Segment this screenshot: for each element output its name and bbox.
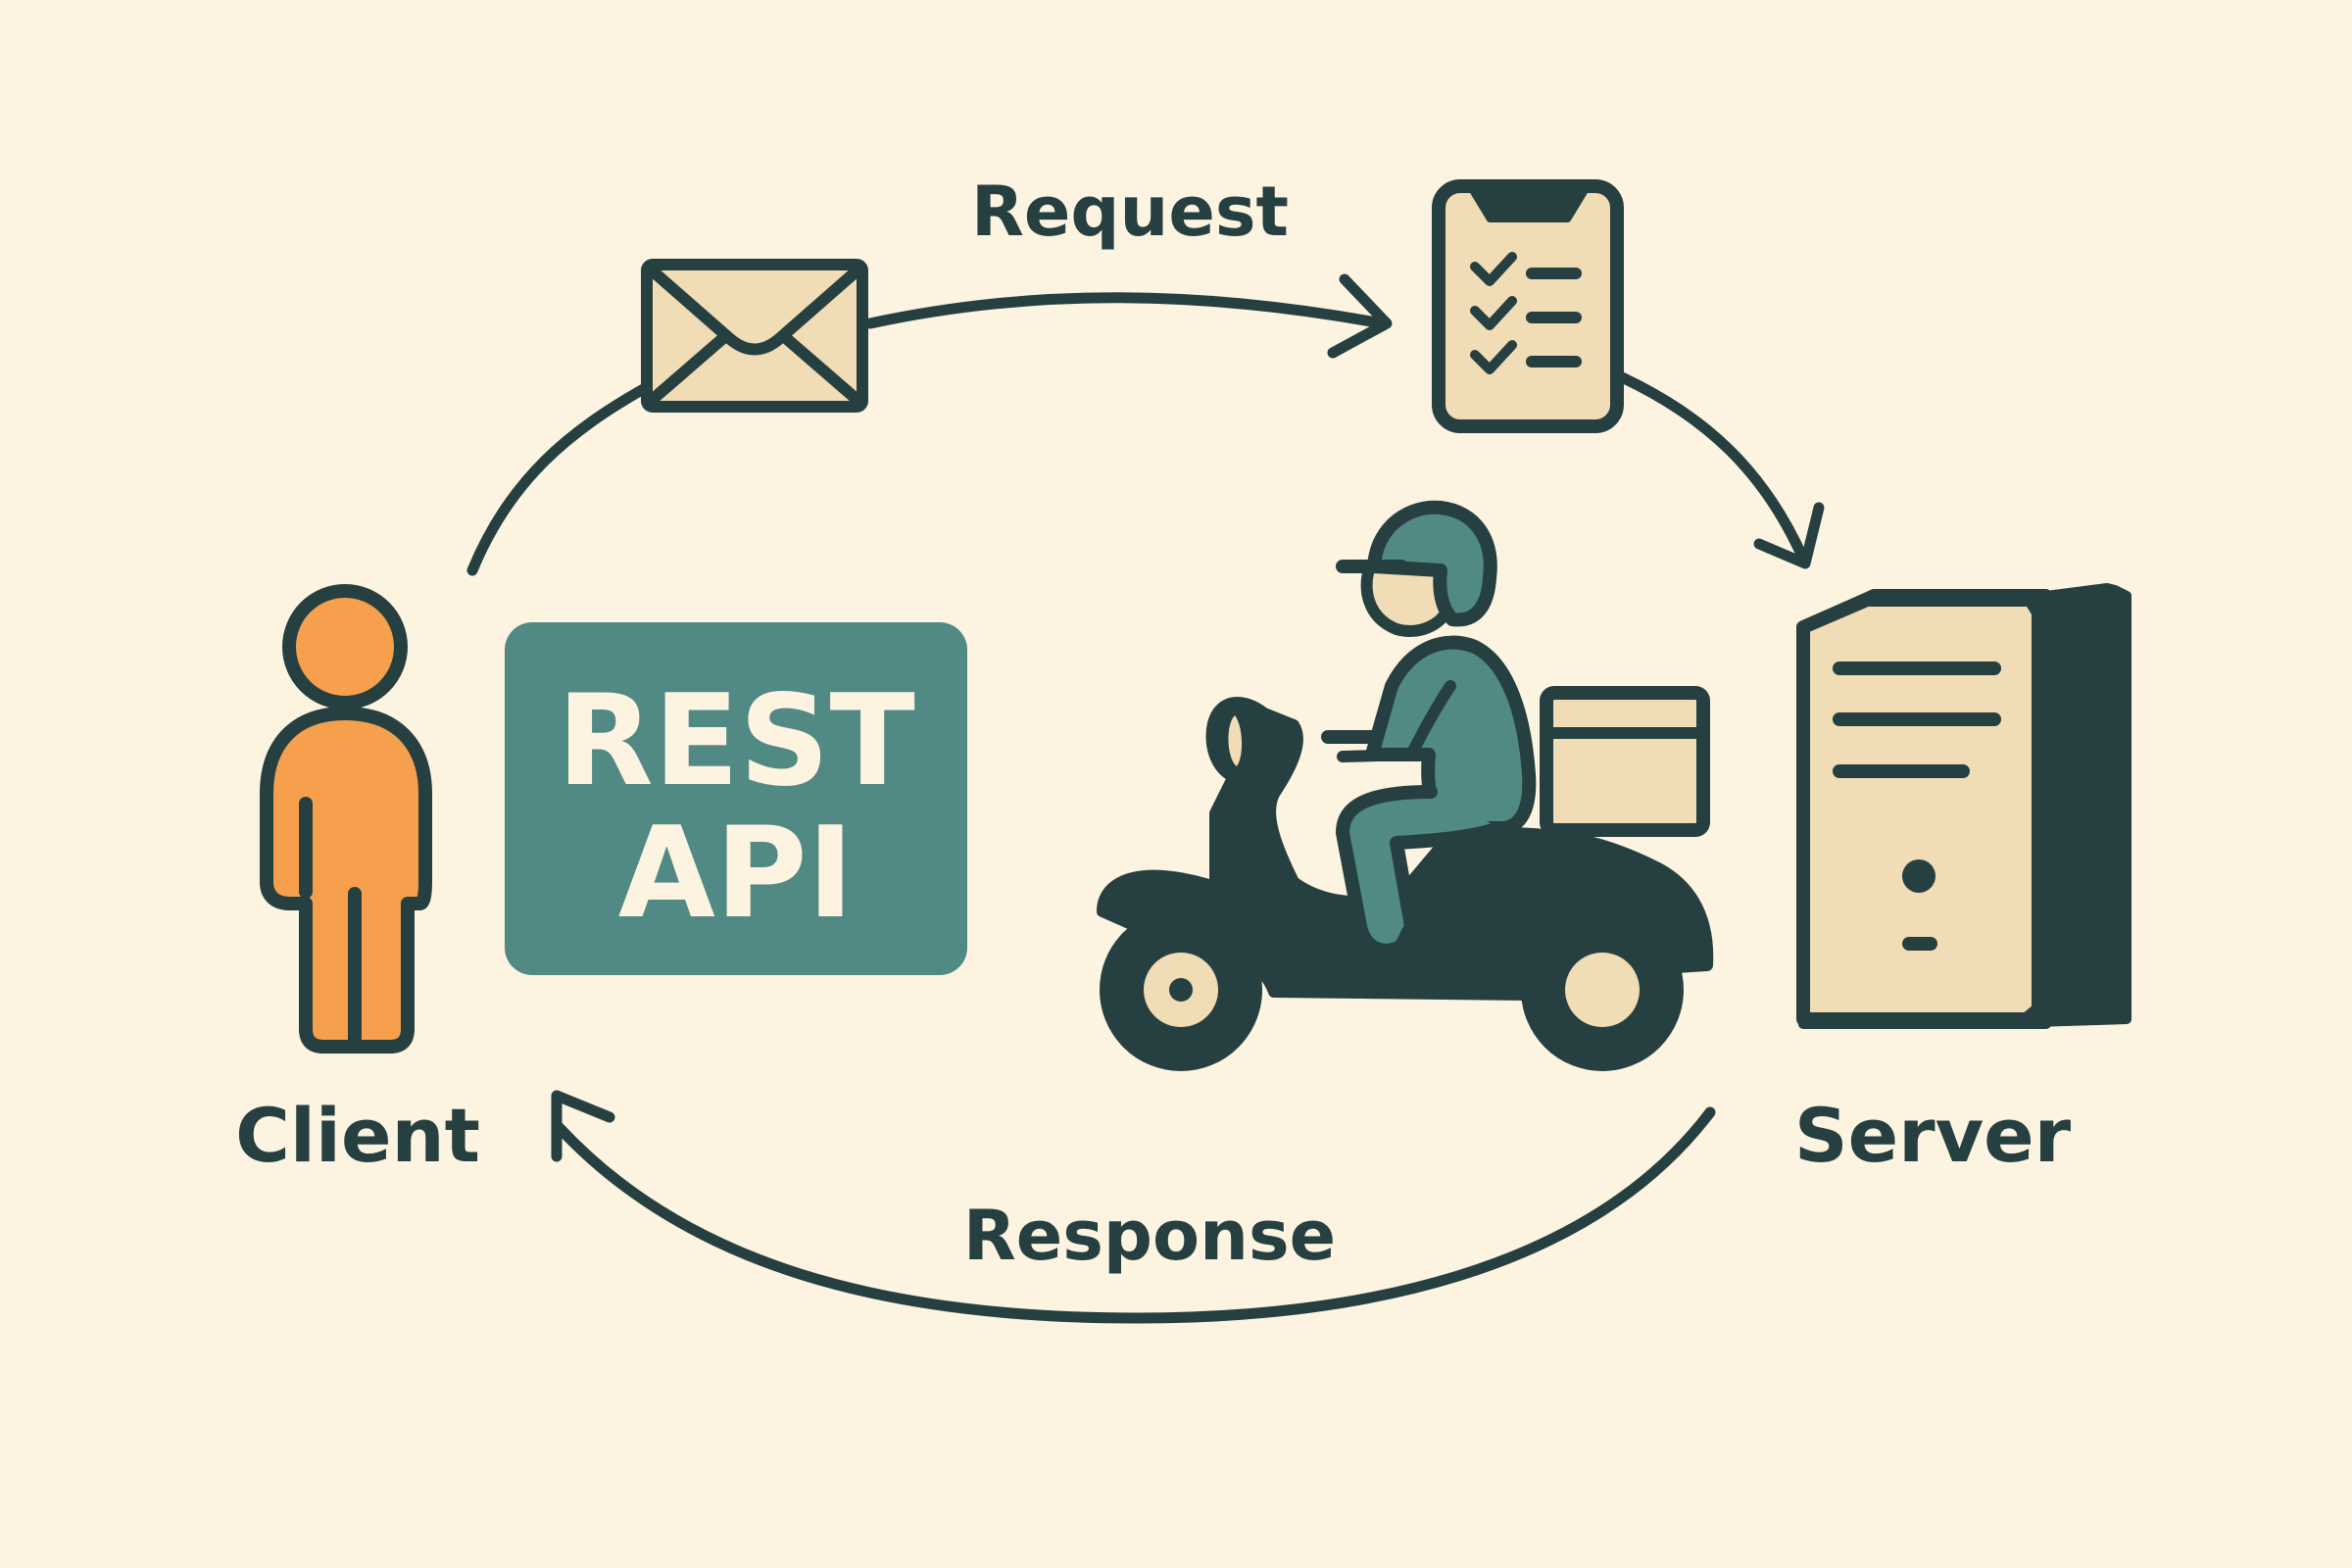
request-label: Request [971, 172, 1289, 252]
person-icon [260, 584, 432, 1054]
envelope-icon [641, 259, 868, 413]
checklist-phone-icon [1432, 179, 1624, 433]
delivery-scooter-icon [1097, 500, 1714, 1071]
rest-api-box: REST API [505, 622, 967, 975]
request-arrow-checklist-to-server [1616, 371, 1825, 569]
response-label: Response [963, 1196, 1336, 1276]
rest-api-title-line2: API [618, 801, 855, 947]
client-label: Client [235, 1092, 480, 1179]
request-arrow-client-to-envelope [466, 381, 653, 576]
server-tower-icon [1796, 583, 2132, 1029]
response-arrow-server-to-client [551, 1090, 1716, 1324]
rest-api-title-line1: REST [557, 668, 915, 814]
request-arrow-envelope-to-checklist [864, 273, 1393, 359]
server-label: Server [1794, 1092, 2072, 1179]
